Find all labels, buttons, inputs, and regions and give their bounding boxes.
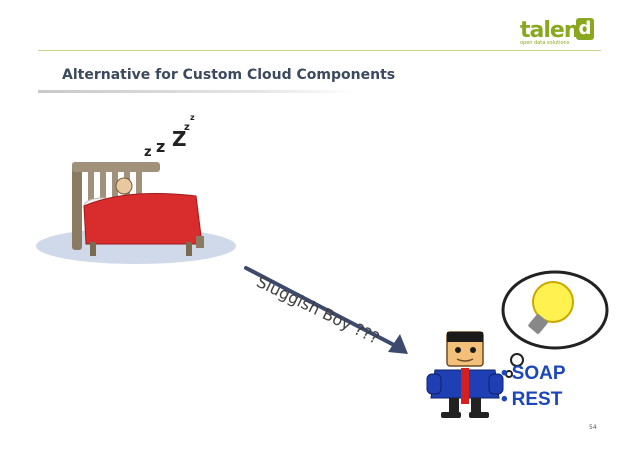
header-divider [38,50,601,51]
svg-text:Z: Z [172,127,187,151]
boy-with-idea-illustration [426,270,609,418]
bullet-dot-icon: • [501,363,508,384]
list-item: •REST [501,387,566,413]
logo-mark: d [576,18,594,40]
bullet-label: REST [511,389,563,410]
logo-tagline: open data solutions [520,40,570,46]
arrow-graphic [244,266,408,354]
protocol-list: •SOAP •REST [501,361,566,413]
logo-text: talen [520,18,579,43]
page-number: 54 [589,424,597,431]
bullet-label: SOAP [511,363,566,384]
svg-text:z: z [144,145,152,160]
svg-text:z: z [190,113,195,122]
svg-text:z: z [156,137,165,156]
bullet-dot-icon: • [501,389,508,410]
title-underline [38,90,358,93]
svg-text:z: z [184,122,190,133]
sleeping-man-illustration: z z Z z z [36,113,236,264]
slide-title: Alternative for Custom Cloud Components [62,67,396,83]
talend-logo: talen d open data solutions [520,18,600,46]
list-item: •SOAP [501,361,566,387]
